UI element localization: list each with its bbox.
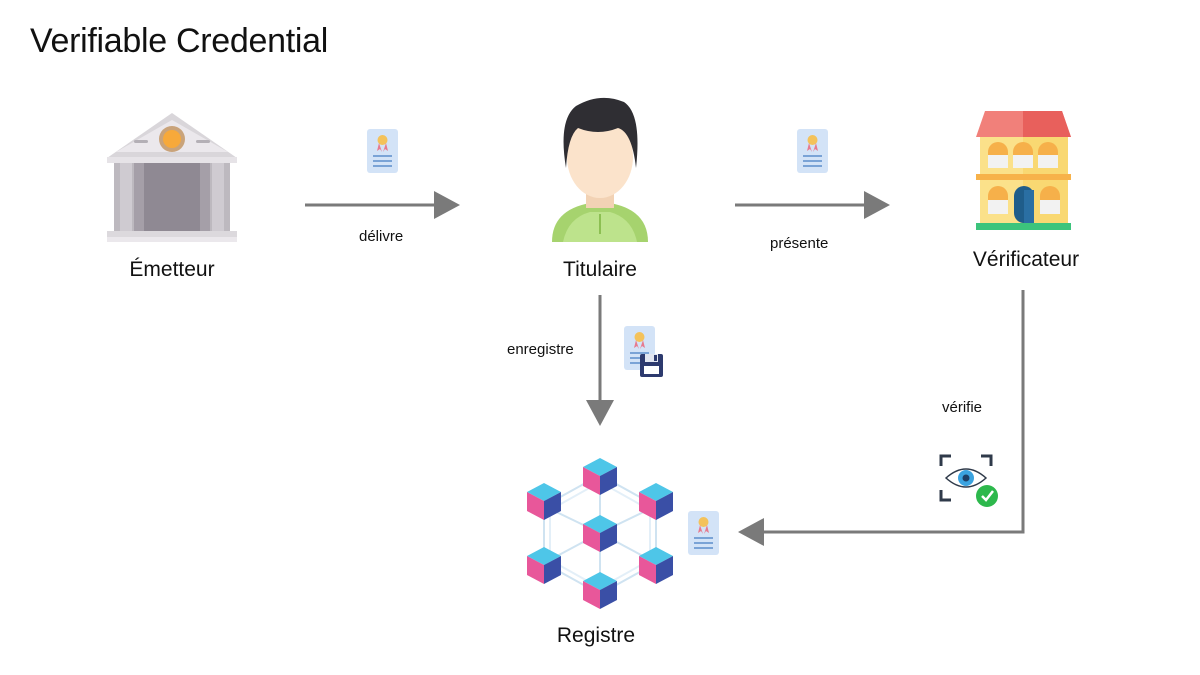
arrow-present <box>735 191 890 219</box>
edge-label-present: présente <box>770 235 829 252</box>
edge-label-verify: vérifie <box>942 399 983 416</box>
node-label-registry: Registre <box>556 624 636 647</box>
arrow-issue <box>305 191 460 219</box>
node-label-verifier: Vérificateur <box>972 248 1080 271</box>
page-title: Verifiable Credential <box>30 22 328 60</box>
blockchain-network-icon <box>527 458 673 609</box>
credential-document-icon <box>797 129 828 173</box>
bank-building-icon <box>107 113 237 242</box>
hotel-building-icon <box>976 111 1071 230</box>
credential-document-icon <box>688 511 719 555</box>
credential-save-icon <box>624 326 663 377</box>
arrow-store <box>586 295 614 426</box>
node-label-issuer: Émetteur <box>129 258 215 281</box>
edge-label-issue: délivre <box>359 228 404 245</box>
arrow-verify <box>738 290 1025 546</box>
edge-label-store: enregistre <box>507 341 574 358</box>
credential-document-icon <box>367 129 398 173</box>
node-label-holder: Titulaire <box>563 258 637 281</box>
person-avatar-icon <box>552 97 648 242</box>
eye-check-icon <box>939 454 998 507</box>
